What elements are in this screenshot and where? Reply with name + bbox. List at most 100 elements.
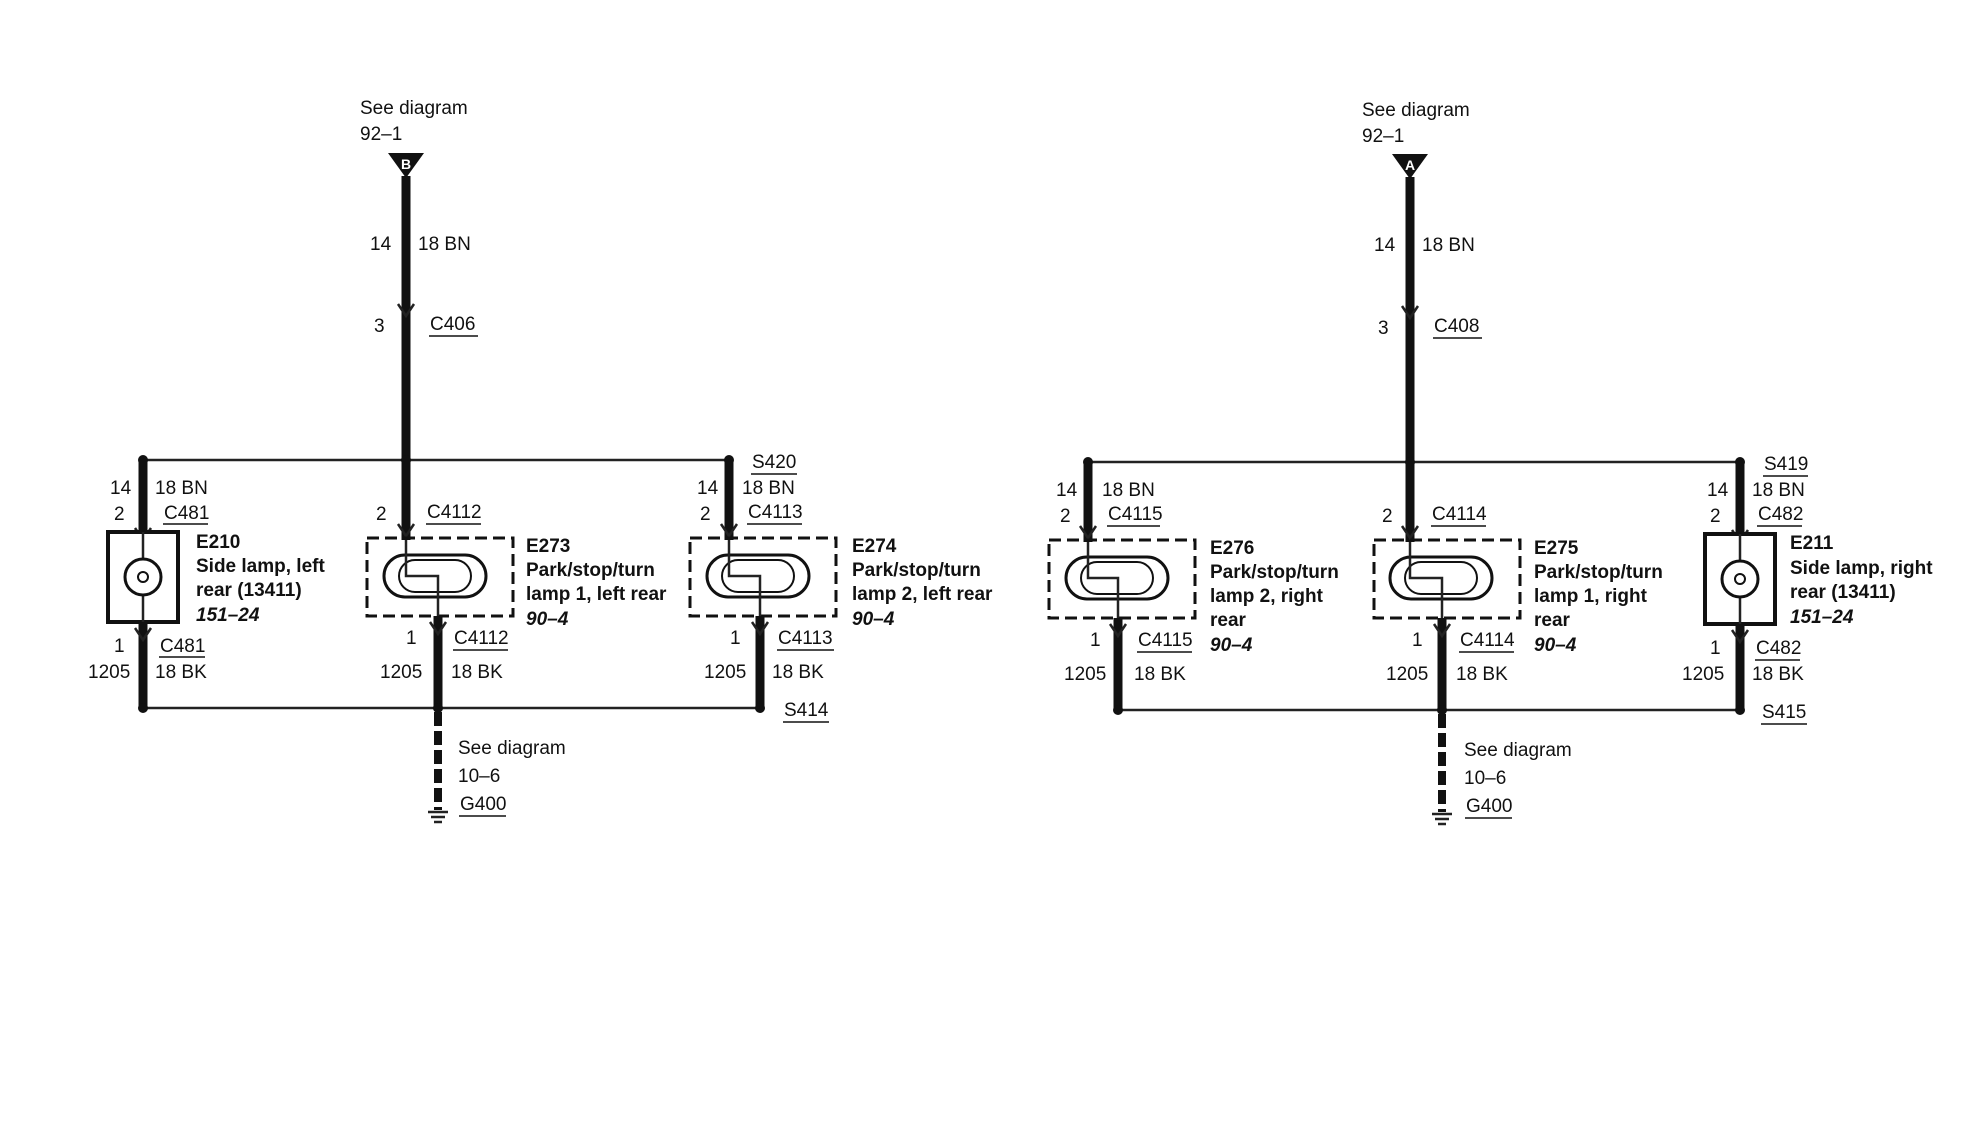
svg-text:E276: E276 [1210,538,1254,559]
svg-text:2: 2 [376,504,387,525]
flag-letter: A [1405,157,1415,173]
svg-text:Side lamp, left: Side lamp, left [196,556,325,577]
svg-text:18 BN: 18 BN [155,478,208,499]
svg-text:See diagram: See diagram [1464,740,1572,761]
svg-text:lamp 2, left rear: lamp 2, left rear [852,584,993,605]
flag-letter: B [401,156,411,172]
bulb-icon [123,557,163,597]
svg-text:C4113: C4113 [778,628,833,649]
svg-text:18 BK: 18 BK [451,662,503,683]
svg-text:18 BK: 18 BK [1456,664,1508,685]
svg-text:14: 14 [110,478,132,499]
svg-text:rear (13411): rear (13411) [196,580,302,601]
svg-text:1: 1 [1412,630,1423,651]
svg-text:18 BN: 18 BN [1102,480,1155,501]
svg-text:18 BK: 18 BK [155,662,207,683]
svg-text:See diagram: See diagram [1362,100,1470,121]
svg-text:1205: 1205 [1386,664,1428,685]
svg-text:10–6: 10–6 [1464,768,1506,789]
svg-text:3: 3 [1378,318,1389,339]
svg-text:2: 2 [1382,506,1393,527]
svg-text:1: 1 [730,628,741,649]
left-circuit: See diagram 92–1 B 14 18 BN 3 C406 14 18… [88,98,993,824]
svg-text:90–4: 90–4 [526,609,569,630]
svg-text:14: 14 [1707,480,1729,501]
circuit-number: 14 [370,234,392,255]
see-diagram-label: See diagram [360,98,468,119]
svg-text:C481: C481 [164,503,209,524]
svg-text:18 BN: 18 BN [1752,480,1805,501]
svg-text:E211: E211 [1790,533,1834,554]
svg-text:E273: E273 [526,536,570,557]
svg-text:90–4: 90–4 [852,609,895,630]
svg-text:14: 14 [1056,480,1078,501]
svg-text:1: 1 [406,628,417,649]
svg-text:E274: E274 [852,536,897,557]
svg-text:10–6: 10–6 [458,766,500,787]
svg-text:rear (13411): rear (13411) [1790,582,1896,603]
bulb-icon [1720,559,1760,599]
connector-pin: 3 [374,316,385,337]
e275-lamp-box [1372,538,1522,620]
svg-text:18 BK: 18 BK [772,662,824,683]
svg-text:See diagram: See diagram [458,738,566,759]
svg-text:1205: 1205 [88,662,130,683]
connection-flag [388,153,424,178]
svg-text:E210: E210 [196,532,240,553]
svg-text:rear: rear [1534,610,1571,631]
svg-text:92–1: 92–1 [1362,126,1404,147]
svg-text:151–24: 151–24 [1790,607,1854,628]
svg-text:S414: S414 [784,700,829,721]
svg-text:Park/stop/turn: Park/stop/turn [852,560,981,581]
svg-text:Side lamp, right: Side lamp, right [1790,558,1933,579]
see-diagram-ref: 92–1 [360,124,402,145]
svg-text:C4115: C4115 [1138,630,1193,651]
svg-text:18 BK: 18 BK [1134,664,1186,685]
svg-text:C4112: C4112 [454,628,509,649]
svg-text:1205: 1205 [380,662,422,683]
svg-text:Park/stop/turn: Park/stop/turn [526,560,655,581]
svg-text:1: 1 [114,636,125,657]
svg-text:18 BN: 18 BN [742,478,795,499]
svg-text:1: 1 [1090,630,1101,651]
svg-text:151–24: 151–24 [196,605,260,626]
svg-text:C4112: C4112 [427,502,482,523]
right-circuit: See diagram 92–1 A 14 18 BN 3 C408 14 18… [1047,100,1933,826]
ground-id: G400 [460,794,506,815]
svg-text:90–4: 90–4 [1534,635,1577,656]
svg-text:S419: S419 [1764,454,1808,475]
svg-text:C4114: C4114 [1432,504,1487,525]
connection-flag [1392,154,1428,179]
svg-text:2: 2 [700,504,711,525]
svg-text:14: 14 [1374,235,1396,256]
svg-text:18 BK: 18 BK [1752,664,1804,685]
svg-text:S420: S420 [752,452,796,473]
svg-text:E275: E275 [1534,538,1579,559]
svg-text:C4113: C4113 [748,502,803,523]
wire-color: 18 BN [418,234,471,255]
svg-text:18 BN: 18 BN [1422,235,1475,256]
svg-text:C4115: C4115 [1108,504,1163,525]
svg-text:Park/stop/turn: Park/stop/turn [1210,562,1339,583]
svg-text:lamp 1, right: lamp 1, right [1534,586,1648,607]
svg-text:C481: C481 [160,636,205,657]
svg-text:2: 2 [114,504,125,525]
svg-text:C482: C482 [1756,638,1801,659]
svg-text:14: 14 [697,478,719,499]
svg-text:lamp 1, left rear: lamp 1, left rear [526,584,667,605]
svg-text:1205: 1205 [704,662,746,683]
svg-text:S415: S415 [1762,702,1806,723]
svg-text:2: 2 [1710,506,1721,527]
svg-text:Park/stop/turn: Park/stop/turn [1534,562,1663,583]
svg-text:rear: rear [1210,610,1247,631]
svg-text:1205: 1205 [1682,664,1724,685]
svg-text:2: 2 [1060,506,1071,527]
svg-text:1: 1 [1710,638,1721,659]
svg-text:90–4: 90–4 [1210,635,1253,656]
svg-text:C4114: C4114 [1460,630,1515,651]
svg-text:1205: 1205 [1064,664,1106,685]
svg-text:lamp 2, right: lamp 2, right [1210,586,1324,607]
svg-text:C408: C408 [1434,316,1479,337]
svg-text:C482: C482 [1758,504,1803,525]
